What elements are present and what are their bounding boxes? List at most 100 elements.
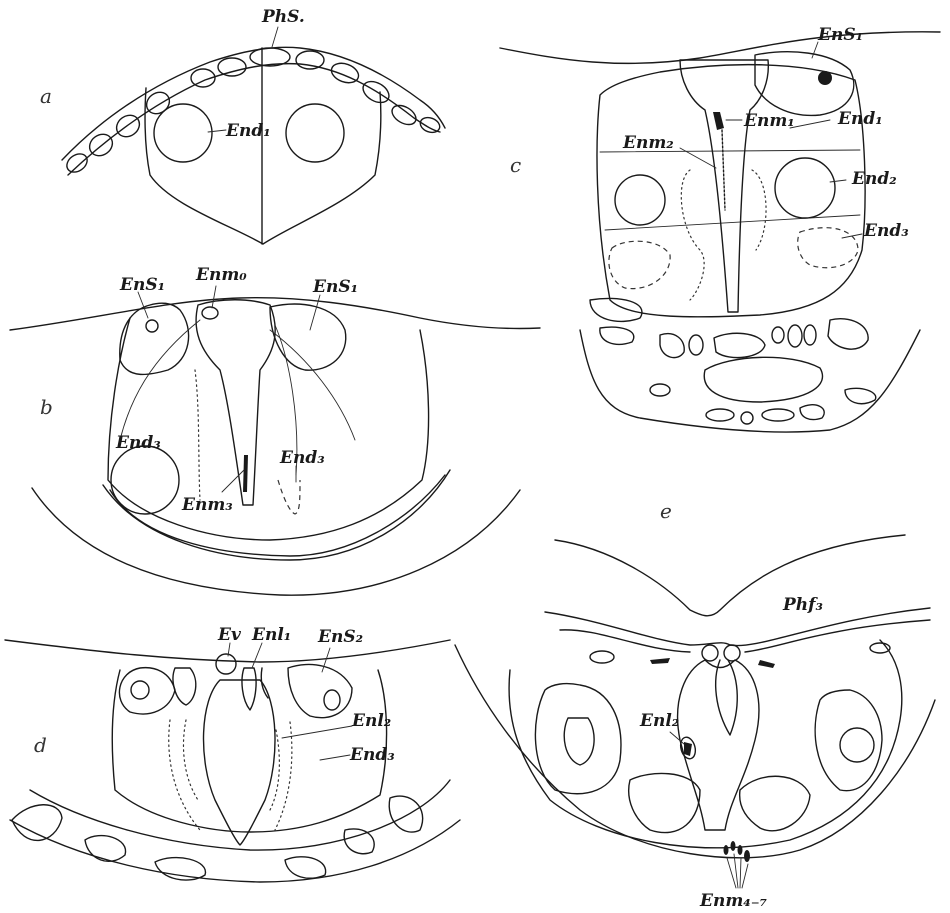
cell bbox=[590, 651, 614, 663]
panel-letter-e: e bbox=[660, 499, 672, 523]
label-enm3: Enm₃ bbox=[181, 495, 233, 515]
ens1-left-nucleus bbox=[146, 320, 158, 332]
label-end2: End₂ bbox=[851, 169, 897, 189]
label-enm0: Enm₀ bbox=[195, 265, 247, 285]
label-phf3: Phf₃ bbox=[782, 595, 823, 615]
panel-e: e Phf₃ Enl₂ bbox=[455, 499, 935, 911]
cavity bbox=[741, 412, 753, 424]
end1-leader bbox=[208, 130, 226, 132]
dark-mark bbox=[758, 660, 775, 668]
lower-right-body bbox=[740, 776, 810, 831]
label-end1-c: End₁ bbox=[837, 109, 883, 129]
label-ens2: EnS₂ bbox=[317, 627, 363, 647]
enm6-mark bbox=[738, 845, 743, 855]
panel-letter-a: a bbox=[40, 84, 52, 108]
body-wall-outer bbox=[10, 820, 460, 882]
cavity bbox=[704, 357, 822, 402]
dotted-boundary bbox=[195, 370, 200, 500]
cavity bbox=[706, 409, 734, 421]
label-enl2-d: Enl₂ bbox=[351, 711, 391, 731]
cavity bbox=[845, 388, 876, 403]
body-wall-bottom bbox=[30, 780, 450, 850]
body-fold-upper bbox=[545, 608, 930, 646]
cavity bbox=[12, 805, 62, 841]
end2-left-cell bbox=[615, 175, 665, 225]
internal-line bbox=[261, 668, 268, 698]
body-fold-lower bbox=[745, 620, 930, 652]
enm4-mark bbox=[724, 845, 729, 855]
enl2-dark-mark bbox=[684, 742, 692, 756]
enm1-dark-mark bbox=[713, 112, 724, 130]
enm0-central-structure bbox=[196, 300, 275, 505]
cavity bbox=[590, 298, 642, 321]
label-enl1: Enl₁ bbox=[251, 625, 291, 645]
panel-letter-b: b bbox=[40, 395, 53, 419]
cavity bbox=[689, 335, 703, 355]
section-outline bbox=[112, 670, 386, 832]
body-wall-top bbox=[500, 32, 940, 64]
enm7-mark bbox=[744, 850, 750, 862]
end1-leader bbox=[790, 120, 830, 128]
cavity bbox=[714, 333, 765, 357]
label-ens1-c: EnS₁ bbox=[817, 25, 863, 45]
label-enl2-e: Enl₂ bbox=[639, 711, 679, 731]
label-end3-left: End₃ bbox=[115, 433, 161, 453]
enm0-leader bbox=[212, 286, 216, 308]
section-outline bbox=[108, 318, 429, 540]
left-lateral-body bbox=[535, 684, 621, 794]
cavity bbox=[650, 384, 670, 396]
label-enm1: Enm₁ bbox=[743, 111, 795, 131]
panel-letter-d: d bbox=[34, 733, 47, 757]
body-wall-inner2 bbox=[110, 475, 445, 556]
end3-left-cell bbox=[111, 446, 179, 514]
ev-cell bbox=[216, 654, 236, 674]
end1-right-cell bbox=[286, 104, 344, 162]
ev-right bbox=[724, 645, 740, 661]
label-end3-d: End₃ bbox=[349, 745, 395, 765]
ens2-nucleus bbox=[324, 690, 340, 710]
section-outline bbox=[597, 65, 865, 317]
cavity bbox=[800, 405, 824, 420]
enm47-leader bbox=[742, 864, 748, 888]
epithelial-cell bbox=[329, 60, 361, 86]
ens1-right-cell bbox=[270, 304, 346, 370]
cavity bbox=[804, 325, 816, 345]
epithelial-cell bbox=[250, 48, 290, 66]
enl1-leader bbox=[252, 643, 262, 668]
enm2-column bbox=[722, 130, 725, 210]
label-ev: Ev bbox=[217, 625, 242, 645]
cavity bbox=[155, 858, 205, 881]
panel-a: a End₁ PhS. bbox=[40, 7, 445, 244]
cavity bbox=[285, 857, 326, 878]
ens-left-nucleus bbox=[131, 681, 149, 699]
label-ens1-right: EnS₁ bbox=[312, 277, 358, 297]
small-cell bbox=[173, 668, 196, 705]
phs-leader bbox=[272, 27, 278, 47]
cavity bbox=[772, 327, 784, 343]
central-structure bbox=[204, 680, 276, 845]
end3-right-dashed bbox=[278, 480, 300, 514]
body-wall-top bbox=[555, 535, 905, 616]
dotted-boundary bbox=[183, 720, 198, 800]
enl1-cell bbox=[242, 668, 256, 710]
end2-right-cell bbox=[775, 158, 835, 218]
panel-b: b EnS₁ Enm₀ EnS₁ End₃ End₃ Enm₃ bbox=[10, 265, 540, 595]
pharyngeal-epithelium-outer bbox=[62, 47, 445, 160]
epithelial-cell bbox=[389, 102, 420, 129]
lower-left-body bbox=[629, 773, 700, 832]
end1-left-cell bbox=[154, 104, 212, 162]
dotted-boundary bbox=[752, 170, 766, 250]
panel-c: c EnS₁ bbox=[500, 25, 940, 432]
label-end3-c: End₃ bbox=[863, 221, 909, 241]
enm3-dark-mark bbox=[243, 455, 248, 492]
cavity bbox=[788, 325, 802, 347]
dashed-cell bbox=[609, 241, 670, 288]
end3-leader bbox=[842, 234, 862, 238]
end3-dashed-cell bbox=[798, 228, 858, 268]
enm0-nucleus bbox=[202, 307, 218, 319]
section-outline bbox=[509, 640, 902, 848]
label-end1-a: End₁ bbox=[225, 121, 271, 141]
ens1-cell bbox=[755, 52, 854, 116]
ens1-nucleus bbox=[818, 71, 832, 85]
